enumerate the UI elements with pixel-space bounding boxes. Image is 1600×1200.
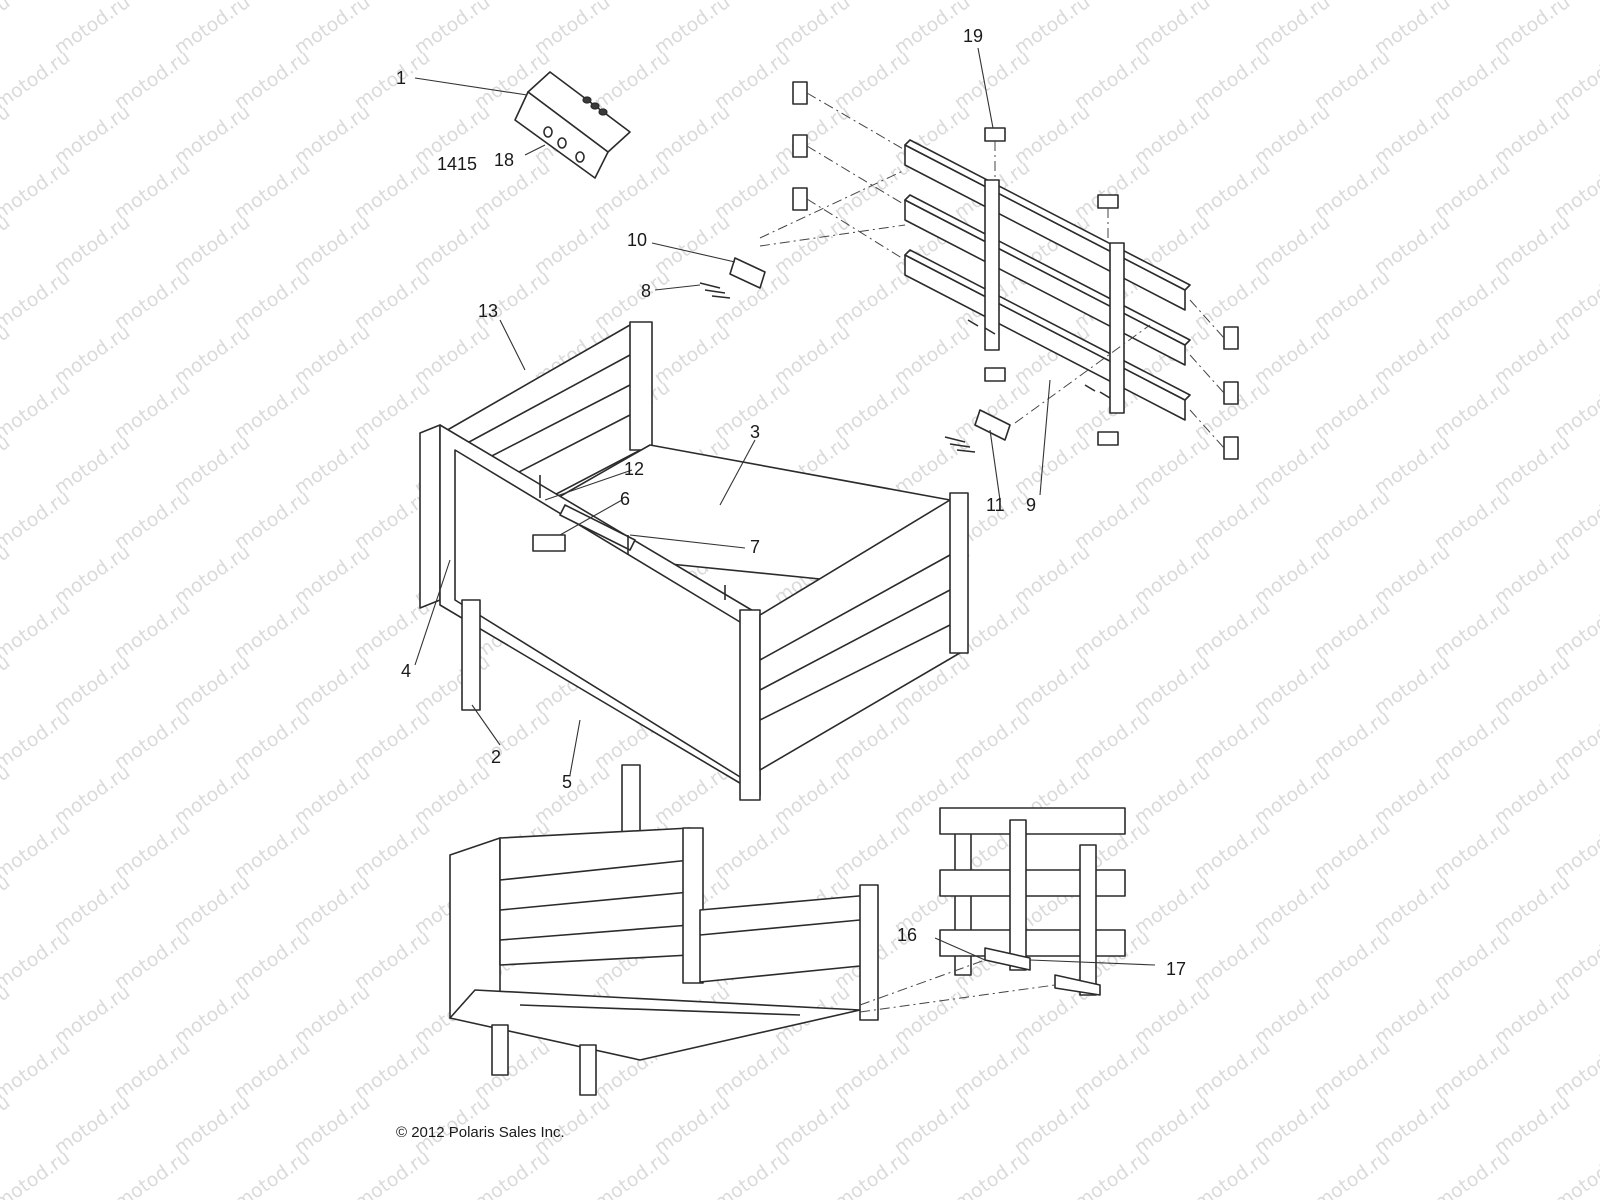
copyright-notice: © 2012 Polaris Sales Inc. <box>396 1124 565 1141</box>
callout-13: 13 <box>478 301 498 321</box>
callout-12: 12 <box>624 459 644 479</box>
watermark-text: motod.ru <box>0 1146 74 1200</box>
callout-1: 1 <box>396 68 406 88</box>
watermark-text: motod.ru <box>0 926 74 994</box>
callout-3: 3 <box>750 422 760 442</box>
watermark-text: motod.ru <box>0 596 74 664</box>
callout-2: 2 <box>491 747 501 767</box>
hinge-bracket-part-11 <box>944 409 1011 453</box>
watermark-text: motod.ru <box>590 1146 674 1200</box>
callout-17: 17 <box>1166 959 1186 979</box>
callout-16: 16 <box>897 925 917 945</box>
watermark-text: motod.ru <box>0 431 14 499</box>
watermark-text: motod.ru <box>0 541 14 609</box>
watermark-text: motod.ru <box>0 486 74 554</box>
watermark-text: motod.ru <box>1190 1146 1274 1200</box>
watermark-text: motod.ru <box>470 1146 554 1200</box>
watermark-text: motod.ru <box>0 266 74 334</box>
cargo-box-assembly <box>419 321 969 846</box>
watermark-text: motod.ru <box>0 0 74 4</box>
watermark-text: motod.ru <box>350 1146 434 1200</box>
watermark-text: motod.ru <box>0 981 14 1049</box>
callouts: 1 1415 18 19 10 8 13 3 12 6 7 11 9 4 2 5… <box>396 26 1186 979</box>
watermark-text: motod.ru <box>0 871 14 939</box>
callout-19: 19 <box>963 26 983 46</box>
callout-14-15: 1415 <box>437 154 477 174</box>
watermark-text: motod.ru <box>0 156 74 224</box>
callout-4: 4 <box>401 661 411 681</box>
watermark-text: motod.ru <box>0 211 14 279</box>
leader-lines <box>414 47 1156 966</box>
callout-11: 11 <box>986 495 1005 515</box>
bracket-plate-part-1 <box>514 71 631 179</box>
hinge-bracket-part-10 <box>699 257 766 299</box>
callout-6: 6 <box>620 489 630 509</box>
callout-10: 10 <box>627 230 647 250</box>
watermark-text: motod.ru <box>1310 1146 1394 1200</box>
watermark-text: motod.ru <box>0 0 14 59</box>
watermark-text: motod.ru <box>0 651 14 719</box>
callout-7: 7 <box>750 537 760 557</box>
watermark-text: motod.ru <box>0 761 14 829</box>
watermark-text: motod.ru <box>0 376 74 444</box>
watermark-text: motod.ru <box>1070 1146 1154 1200</box>
watermark-text: motod.ru <box>0 816 74 884</box>
watermark-text: motod.ru <box>110 1146 194 1200</box>
watermark-text: motod.ru <box>830 1146 914 1200</box>
watermark-text: motod.ru <box>950 1146 1034 1200</box>
callout-5: 5 <box>562 772 572 792</box>
watermark-text: motod.ru <box>0 46 74 114</box>
watermark-text: motod.ru <box>230 1146 314 1200</box>
callout-8: 8 <box>641 281 651 301</box>
watermark-text: motod.ru <box>0 1036 74 1104</box>
watermark-text: motod.ru <box>0 706 74 774</box>
watermark-text: motod.ru <box>1430 1146 1514 1200</box>
watermark-text: motod.ru <box>0 101 14 169</box>
callout-9: 9 <box>1026 495 1036 515</box>
watermark-text: motod.ru <box>0 321 14 389</box>
watermark-text: motod.ru <box>710 1146 794 1200</box>
cargo-box-bottom-view <box>449 807 1126 1096</box>
watermark-text: motod.ru <box>1550 1146 1600 1200</box>
callout-18: 18 <box>494 150 514 170</box>
rack-rails-part-9 <box>759 81 1239 460</box>
watermark-text: motod.ru <box>0 1091 14 1159</box>
